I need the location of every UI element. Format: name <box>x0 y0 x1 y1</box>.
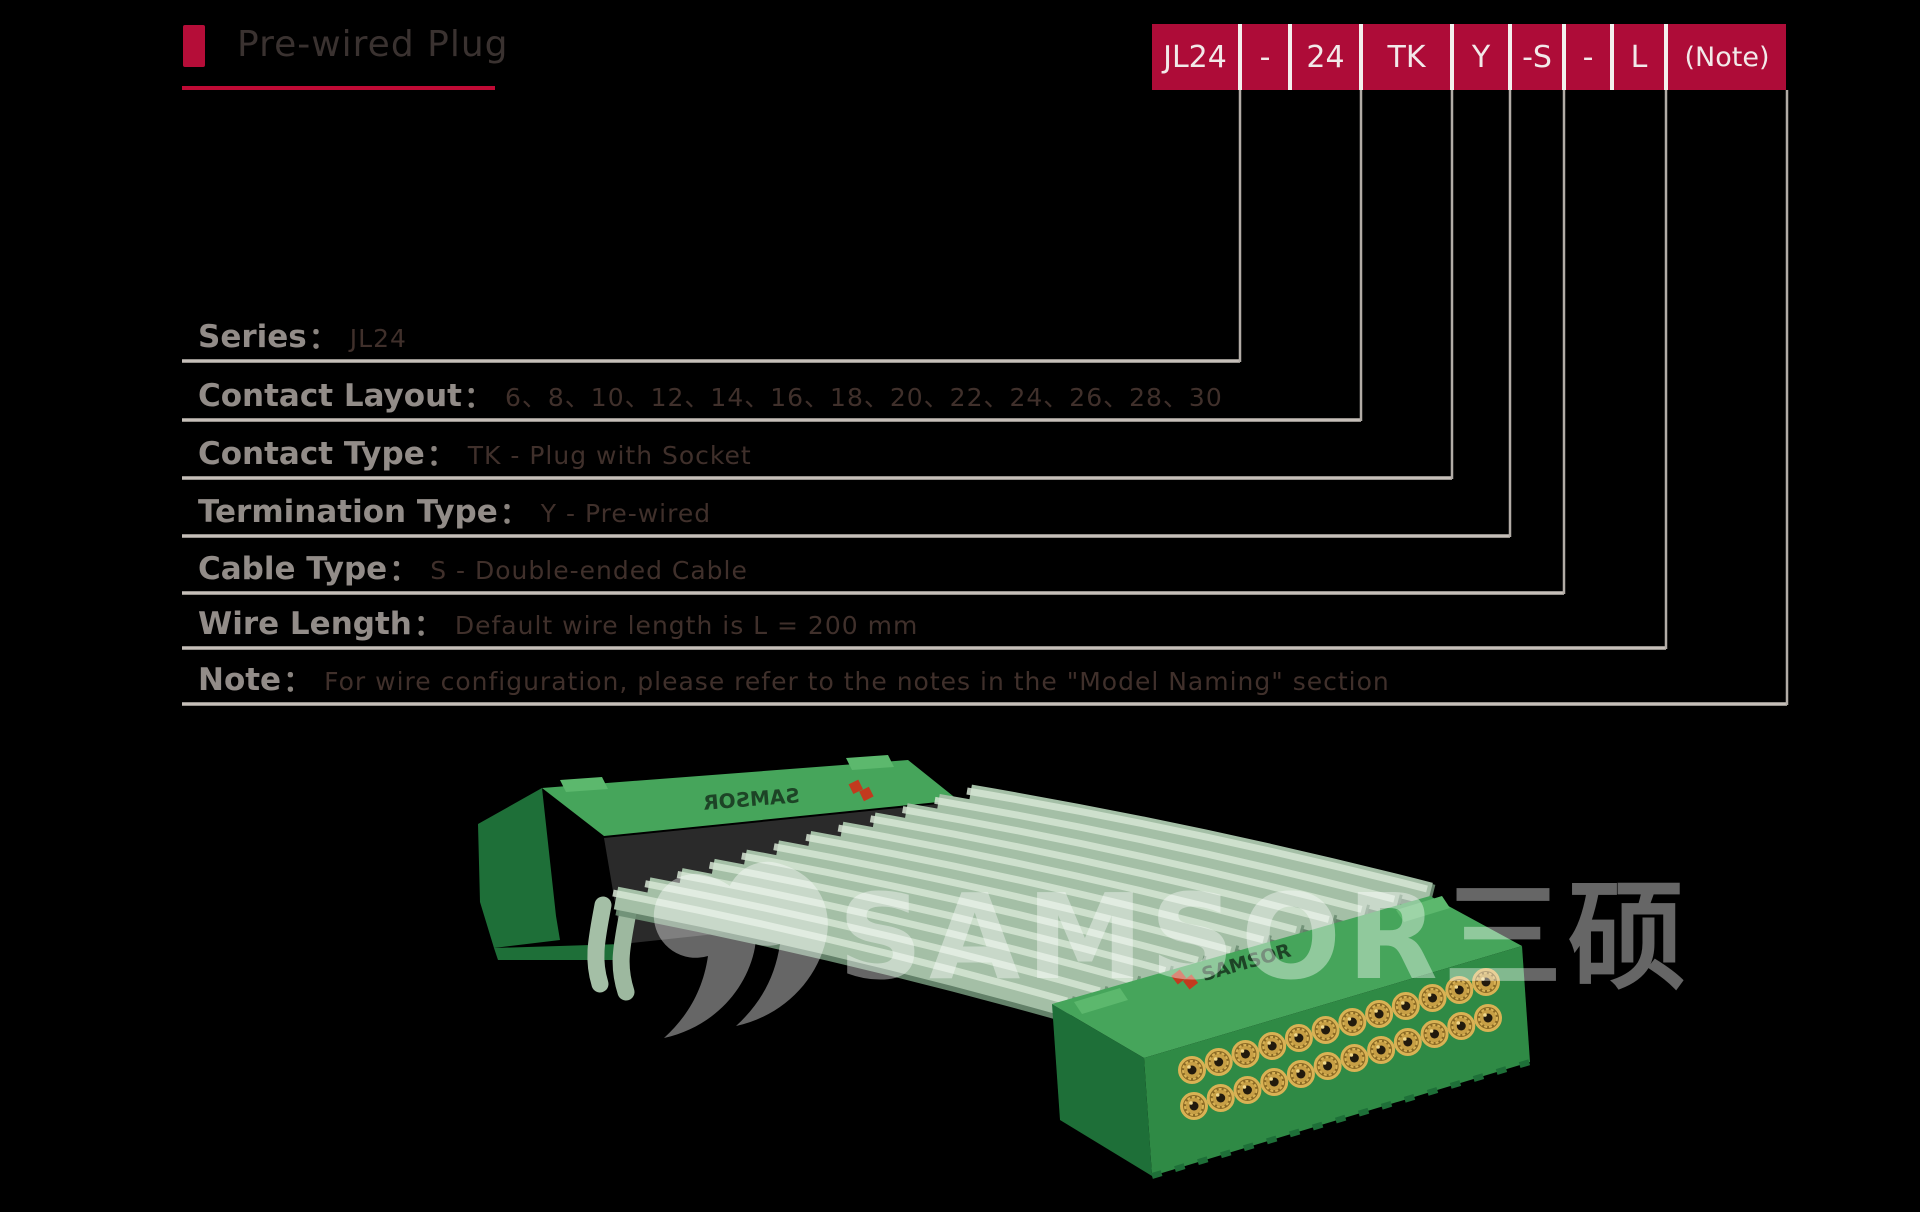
spec-label: Termination Type <box>198 494 498 530</box>
title-underline <box>182 86 495 90</box>
model-code-segment-cable: -S <box>1508 24 1562 90</box>
spec-colon: ： <box>499 496 529 530</box>
brand-logo-mark-right <box>1171 969 1187 985</box>
spec-colon: ： <box>308 321 338 355</box>
model-code-segment-series: JL24 <box>1152 24 1238 90</box>
model-code-segment-note: (Note) <box>1664 24 1786 90</box>
spec-colon: ： <box>389 553 419 587</box>
spec-value: Y - Pre-wired <box>540 499 712 528</box>
spec-row-contact-layout: Contact Layout： 6、8、10、12、14、16、18、20、22、… <box>182 374 1223 420</box>
model-code-segment-dash2: - <box>1562 24 1610 90</box>
spec-label: Contact Layout <box>198 378 462 414</box>
model-code-strip: JL24 - 24 TK Y -S - L (Note) <box>1152 24 1786 90</box>
contact-sockets <box>1178 968 1502 1120</box>
model-code-segment-contact: TK <box>1359 24 1450 90</box>
spec-value: TK - Plug with Socket <box>467 441 752 470</box>
spec-label: Note <box>198 662 282 698</box>
spec-row-wire-length: Wire Length： Default wire length is L = 2… <box>182 602 918 648</box>
watermark: SAMSOR三硕 <box>653 861 1692 1038</box>
spec-label: Contact Type <box>198 436 425 472</box>
brand-logo-mark-left <box>848 779 864 795</box>
spec-label: Wire Length <box>198 606 412 642</box>
spec-colon: ： <box>413 608 443 642</box>
spec-value: S - Double-ended Cable <box>430 556 748 585</box>
spec-row-cable-type: Cable Type： S - Double-ended Cable <box>182 547 748 593</box>
spec-value: For wire configuration, please refer to … <box>324 667 1390 696</box>
model-code-segment-dash1: - <box>1238 24 1288 90</box>
spec-colon: ： <box>426 438 456 472</box>
right-connector: SAMSOR <box>1052 896 1531 1179</box>
watermark-text: SAMSOR三硕 <box>838 868 1692 1006</box>
spec-value: JL24 <box>349 324 407 353</box>
model-code-segment-layout: 24 <box>1288 24 1359 90</box>
spec-row-note: Note： For wire configuration, please refe… <box>182 658 1390 704</box>
spec-colon: ： <box>283 664 313 698</box>
spec-label: Series <box>198 319 307 355</box>
spec-value: Default wire length is L = 200 mm <box>454 611 919 640</box>
title-accent-bar <box>183 25 205 67</box>
spec-label: Cable Type <box>198 551 388 587</box>
spec-value: 6、8、10、12、14、16、18、20、22、24、26、28、30 <box>504 383 1223 412</box>
spec-row-termination-type: Termination Type： Y - Pre-wired <box>182 490 711 536</box>
spec-row-contact-type: Contact Type： TK - Plug with Socket <box>182 432 752 478</box>
cable-ribbon <box>612 784 1436 1023</box>
model-code-segment-length: L <box>1610 24 1664 90</box>
spec-colon: ： <box>463 380 493 414</box>
page-title: Pre-wired Plug <box>237 24 509 65</box>
spec-row-series: Series： JL24 <box>182 315 407 361</box>
model-code-segment-termination: Y <box>1450 24 1508 90</box>
